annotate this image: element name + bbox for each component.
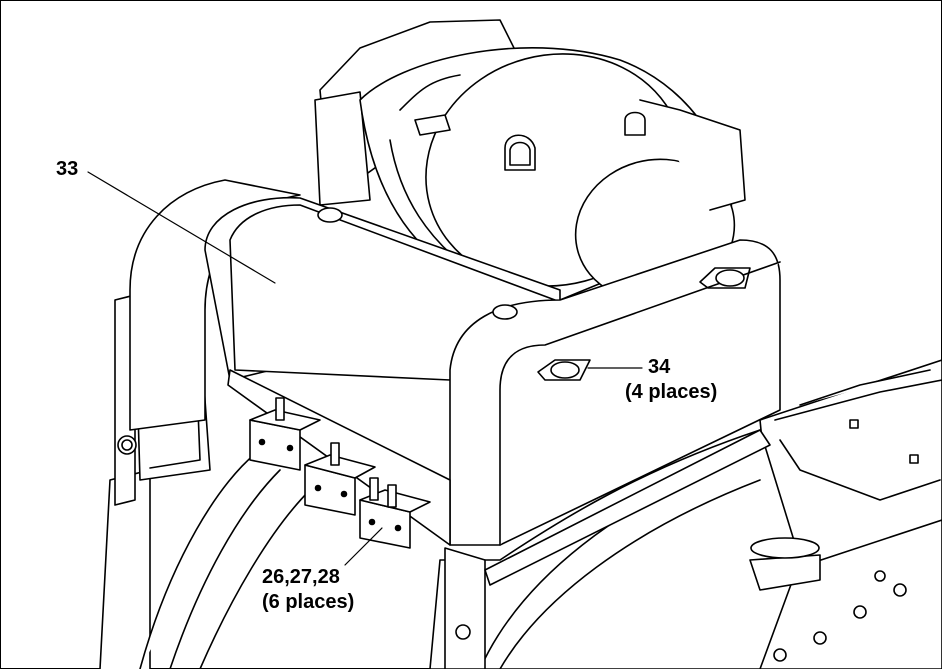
leader-lines bbox=[87, 171, 643, 566]
leader-33 bbox=[87, 171, 276, 284]
front-post bbox=[444, 429, 771, 669]
callout-34: 34 bbox=[648, 356, 671, 378]
callout-33: 33 bbox=[56, 158, 79, 180]
callout-26-27-28: 26,27,28 bbox=[262, 566, 340, 588]
lower-base bbox=[99, 429, 821, 669]
callout-26-27-28-note: (6 places) bbox=[262, 591, 355, 613]
leader-26 bbox=[344, 527, 383, 566]
callout-34-note: (4 places) bbox=[625, 381, 718, 403]
clamp-blocks bbox=[249, 397, 431, 549]
guard-cover bbox=[129, 179, 781, 546]
